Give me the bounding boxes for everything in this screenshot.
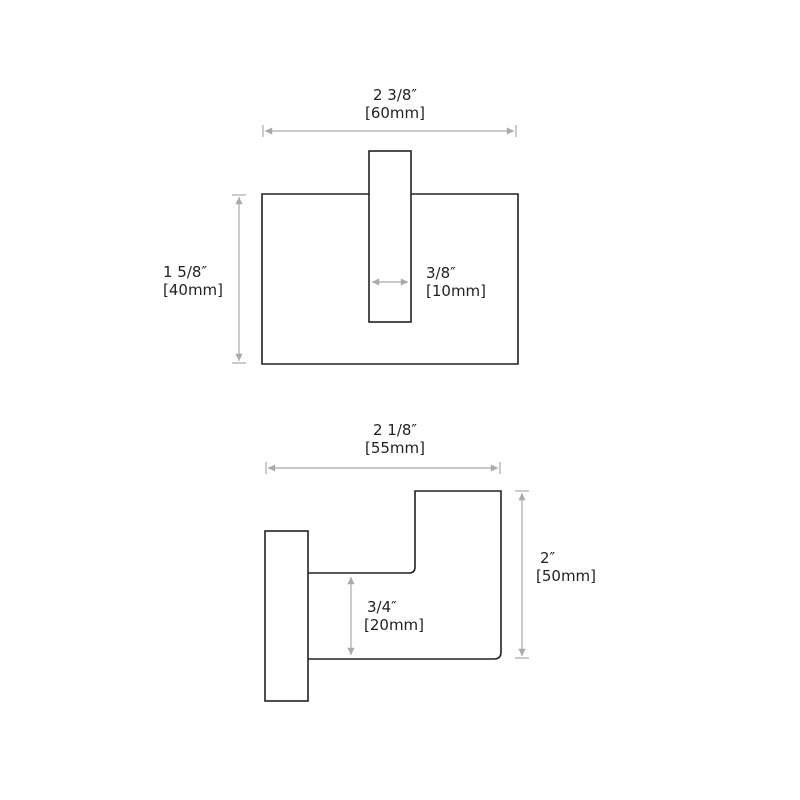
side-depth-label: 2 1/8″[55mm] [364, 421, 426, 457]
front-height-label: 1 5/8″[40mm] [163, 263, 224, 299]
side-height-label: 2″[50mm] [536, 549, 597, 585]
arm-thickness-label: 3/4″[20mm] [364, 598, 425, 634]
front-stem-outline [368, 150, 412, 323]
stem-width-label: 3/8″[10mm] [426, 264, 487, 300]
side-hook-outline [308, 490, 502, 660]
side-plate-outline [264, 530, 309, 702]
front-plate-outline [261, 193, 519, 365]
front-width-label: 2 3/8″[60mm] [364, 86, 426, 122]
